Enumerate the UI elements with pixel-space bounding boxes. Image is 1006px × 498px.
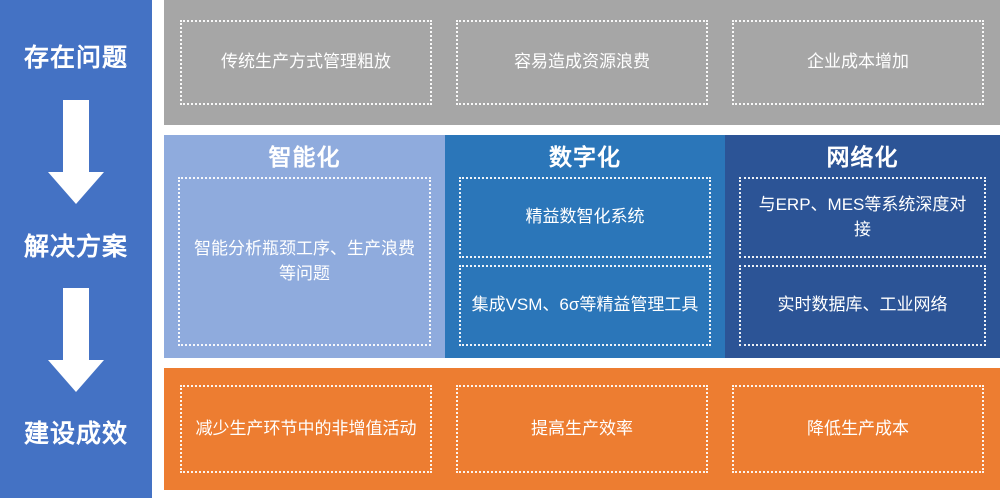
solution-column-title: 网络化 bbox=[826, 144, 899, 170]
problem-card: 企业成本增加 bbox=[732, 20, 984, 105]
solution-column-intelligent: 智能化 智能分析瓶颈工序、生产浪费等问题 bbox=[164, 135, 445, 358]
solutions-section: 智能化 智能分析瓶颈工序、生产浪费等问题 数字化 精益数智化系统 集成VSM、6… bbox=[164, 135, 1000, 358]
solution-column-digital: 数字化 精益数智化系统 集成VSM、6σ等精益管理工具 bbox=[445, 135, 725, 358]
stage-label-effect: 建设成效 bbox=[23, 420, 128, 448]
effect-card: 降低生产成本 bbox=[732, 385, 984, 473]
solution-card-list: 精益数智化系统 集成VSM、6σ等精益管理工具 bbox=[459, 177, 711, 346]
solution-card: 智能分析瓶颈工序、生产浪费等问题 bbox=[178, 177, 431, 346]
solution-card-list: 智能分析瓶颈工序、生产浪费等问题 bbox=[178, 177, 431, 346]
solution-card: 实时数据库、工业网络 bbox=[739, 265, 986, 346]
effect-card: 提高生产效率 bbox=[456, 385, 708, 473]
solution-card: 集成VSM、6σ等精益管理工具 bbox=[459, 265, 711, 346]
down-arrow-icon-2 bbox=[48, 288, 104, 392]
effects-band: 减少生产环节中的非增值活动 提高生产效率 降低生产成本 bbox=[164, 368, 1000, 490]
problem-card: 传统生产方式管理粗放 bbox=[180, 20, 432, 105]
solution-card: 与ERP、MES等系统深度对接 bbox=[739, 177, 986, 259]
effect-card: 减少生产环节中的非增值活动 bbox=[180, 385, 432, 473]
solution-card: 精益数智化系统 bbox=[459, 177, 711, 259]
solution-column-title: 智能化 bbox=[268, 144, 341, 170]
down-arrow-icon-1 bbox=[48, 100, 104, 204]
problem-card: 容易造成资源浪费 bbox=[456, 20, 708, 105]
solution-card-list: 与ERP、MES等系统深度对接 实时数据库、工业网络 bbox=[739, 177, 986, 346]
solution-column-networked: 网络化 与ERP、MES等系统深度对接 实时数据库、工业网络 bbox=[725, 135, 1000, 358]
stage-label-solution: 解决方案 bbox=[23, 233, 128, 261]
solution-column-title: 数字化 bbox=[549, 144, 621, 170]
problems-band: 传统生产方式管理粗放 容易造成资源浪费 企业成本增加 bbox=[164, 0, 1000, 125]
stage-rail: 存在问题 解决方案 建设成效 bbox=[0, 0, 152, 498]
stage-label-problem: 存在问题 bbox=[23, 44, 128, 72]
